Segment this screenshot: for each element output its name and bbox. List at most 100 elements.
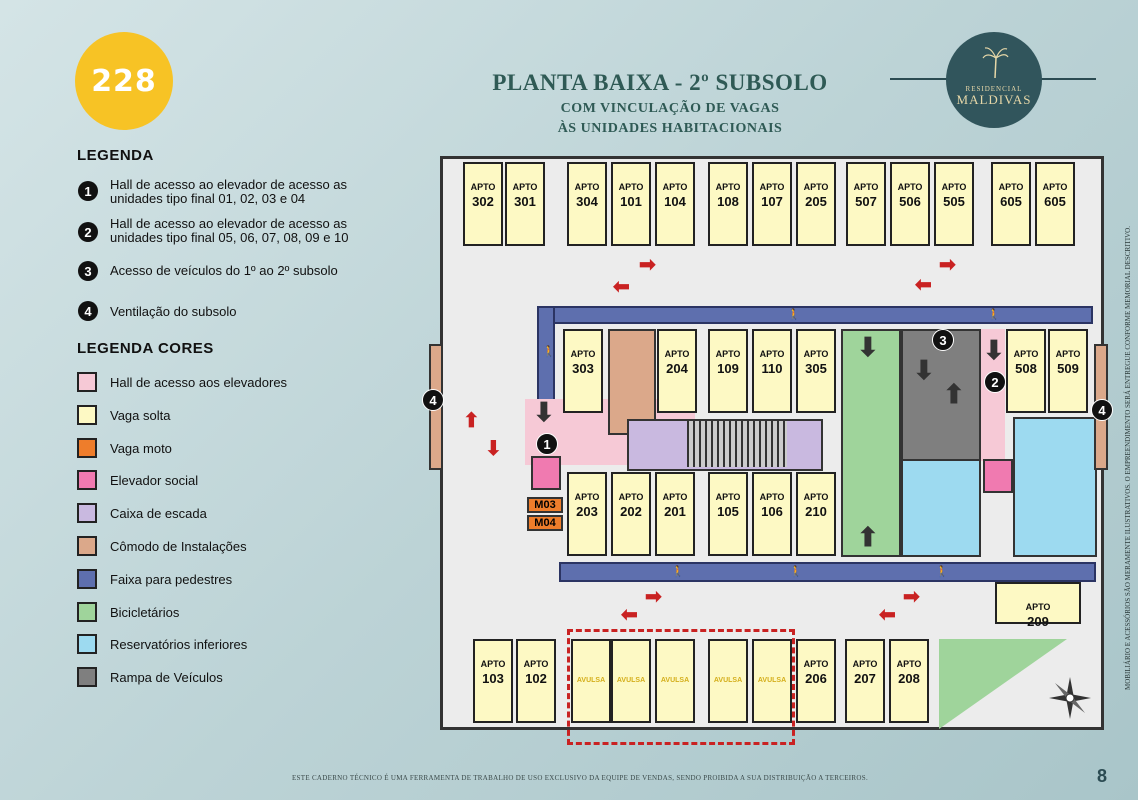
slot-unit-number: 207	[854, 671, 876, 686]
slot-unit-number: 104	[664, 194, 686, 209]
slot-apto-label: APTO	[618, 182, 644, 192]
slot-unit-number: 210	[805, 504, 827, 519]
moto-slot-m04: M04	[527, 515, 563, 531]
color-legend-label: Elevador social	[110, 473, 199, 489]
marker-4-right: 4	[1091, 399, 1113, 421]
slot-unit-number: 605	[1044, 194, 1066, 209]
page-title: PLANTA BAIXA - 2º SUBSOLO	[492, 70, 828, 95]
color-swatch	[77, 503, 97, 524]
slot-apto-label: APTO	[662, 492, 688, 502]
slot-unit-number: 506	[899, 194, 921, 209]
brand-logo-circle	[946, 32, 1042, 128]
parking-slot-avulsa: AVULSA	[571, 639, 611, 723]
legend-item-4: Ventilação do subsolo	[110, 304, 237, 319]
pedestrian-icon: 🚶	[987, 309, 1001, 321]
slot-apto-label: APTO	[941, 182, 967, 192]
legend-number-3-icon: 3	[78, 261, 98, 281]
compass-rose-icon	[1049, 677, 1091, 719]
flow-arrow-up-icon: ⬆	[857, 522, 879, 552]
ramp-arrow-down-icon: ⬇	[913, 355, 935, 385]
slot-label: AVULSA	[713, 677, 743, 684]
slot-apto-label: APTO	[715, 492, 741, 502]
slot-apto-label: APTO	[1013, 349, 1039, 359]
avulsa-highlight-box	[567, 629, 795, 745]
slot-unit-number: 203	[576, 504, 598, 519]
color-legend-label: Vaga solta	[110, 407, 171, 423]
color-legend-label: Cômodo de Instalações	[110, 539, 247, 554]
traffic-arrow-right-icon: ➡	[639, 254, 656, 276]
legend-number-2-icon: 2	[78, 222, 98, 242]
color-swatch	[77, 667, 97, 688]
slot-unit-number: 302	[472, 194, 494, 209]
slot-apto-label: APTO	[512, 182, 538, 192]
reservoir-1	[901, 459, 981, 557]
marker-1: 1	[536, 433, 558, 455]
legend-number-4-icon: 4	[78, 301, 98, 321]
color-legend-label: Faixa para pedestres	[110, 571, 233, 587]
footer-disclaimer: ESTE CADERNO TÉCNICO É UMA FERRAMENTA DE…	[291, 774, 869, 782]
slot-apto-label: APTO	[803, 492, 829, 502]
moto-slot-m03: M03	[527, 497, 563, 513]
slot-unit-number: 507	[855, 194, 877, 209]
stair-steps	[687, 421, 787, 467]
traffic-arrow-left-icon: ⬅	[879, 604, 896, 626]
marker-2: 2	[984, 371, 1006, 393]
elevator-2	[983, 459, 1013, 493]
color-legend-label: Hall de acesso aos elevadores	[110, 375, 288, 390]
slot-unit-number: 304	[576, 194, 598, 209]
parking-slot-avulsa: AVULSA	[611, 639, 651, 723]
traffic-arrow-right-icon: ➡	[939, 254, 956, 276]
slot-unit-number: 106	[761, 504, 783, 519]
flow-arrow-down-icon: ⬇	[533, 397, 555, 427]
palm-tree-icon	[982, 47, 1009, 78]
brand-name: MALDIVAS	[956, 92, 1032, 107]
slot-apto-label: APTO	[618, 492, 644, 502]
slot-unit-number: 109	[717, 361, 739, 376]
slot-unit-number: 102	[525, 671, 547, 686]
vehicle-ramp	[901, 329, 981, 461]
legend-item-2: Hall de acesso ao elevador de acesso as …	[110, 216, 349, 245]
traffic-arrow-right-icon: ➡	[645, 586, 662, 608]
slot-unit-number: 303	[572, 361, 594, 376]
color-swatch	[77, 404, 97, 425]
parking-slot: APTO 104	[655, 162, 695, 246]
svg-text:MOBILIÁRIO E ACESSÓRIOS SÃO ME: MOBILIÁRIO E ACESSÓRIOS SÃO MERAMENTE IL…	[1124, 226, 1132, 690]
slot-apto-label: APTO	[662, 182, 688, 192]
parking-slot-avulsa: AVULSA	[708, 639, 748, 723]
color-legend-label: Bicicletários	[110, 604, 180, 620]
pedestrian-lane-bottom	[559, 562, 1096, 582]
bike-rack-area	[841, 329, 901, 557]
slot-unit-number: 508	[1015, 361, 1037, 376]
slot-unit-number: 108	[717, 194, 739, 209]
pedestrian-icon: 🚶	[787, 309, 801, 321]
color-legend-label: Rampa de Veículos	[110, 670, 223, 686]
slot-apto-label: APTO	[759, 182, 785, 192]
slot-apto-label: APTO	[574, 182, 600, 192]
slot-unit-number: 209	[1027, 614, 1049, 629]
slot-apto-label: APTO	[480, 659, 506, 669]
slot-unit-number: 505	[943, 194, 965, 209]
traffic-arrow-down-icon: ⬇	[485, 438, 502, 460]
legend-heading: LEGENDA	[77, 147, 154, 164]
ramp-arrow-up-icon: ⬆	[943, 379, 965, 409]
